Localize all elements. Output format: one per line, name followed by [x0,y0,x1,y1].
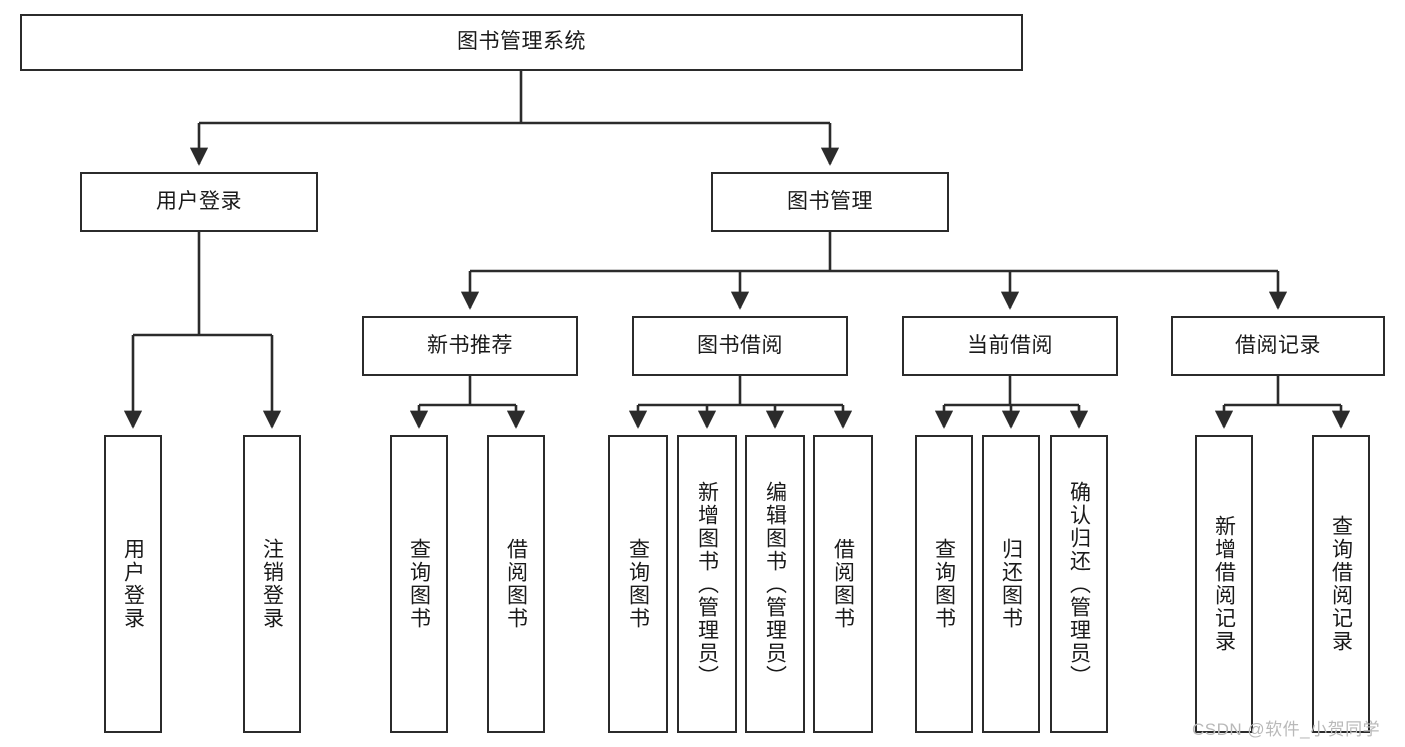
leaf-add-book-admin[interactable]: 新增图书（管理员） [677,435,737,733]
leaf-query-borrow-record[interactable]: 查询借阅记录 [1312,435,1370,733]
leaf-edit-book-admin[interactable]: 编辑图书（管理员） [745,435,805,733]
node-user-login-label: 用户登录 [156,189,242,213]
node-borrow-records[interactable]: 借阅记录 [1171,316,1385,376]
node-root[interactable]: 图书管理系统 [20,14,1023,71]
node-user-login[interactable]: 用户登录 [80,172,318,232]
node-current-borrow-label: 当前借阅 [967,333,1053,357]
leaf-edit-book-admin-label: 编辑图书（管理员） [763,480,787,688]
leaf-query-book-recommend[interactable]: 查询图书 [390,435,448,733]
leaf-query-book[interactable]: 查询图书 [608,435,668,733]
leaf-user-login-label: 用户登录 [121,538,145,630]
watermark: CSDN @软件_小贺同学 [1192,720,1381,739]
node-new-book-recommend-label: 新书推荐 [427,333,513,357]
leaf-confirm-return-admin[interactable]: 确认归还（管理员） [1050,435,1108,733]
leaf-return-book[interactable]: 归还图书 [982,435,1040,733]
leaf-query-book-current[interactable]: 查询图书 [915,435,973,733]
leaf-add-borrow-record[interactable]: 新增借阅记录 [1195,435,1253,733]
node-book-management[interactable]: 图书管理 [711,172,949,232]
leaf-query-book-recommend-label: 查询图书 [407,538,431,630]
node-book-borrow-label: 图书借阅 [697,333,783,357]
leaf-add-borrow-record-label: 新增借阅记录 [1212,515,1236,653]
leaf-borrow-book-label: 借阅图书 [831,538,855,630]
node-new-book-recommend[interactable]: 新书推荐 [362,316,578,376]
node-current-borrow[interactable]: 当前借阅 [902,316,1118,376]
leaf-query-book-current-label: 查询图书 [932,538,956,630]
leaf-add-book-admin-label: 新增图书（管理员） [695,480,719,688]
node-borrow-records-label: 借阅记录 [1235,333,1321,357]
leaf-borrow-book-recommend-label: 借阅图书 [504,538,528,630]
leaf-query-book-label: 查询图书 [626,538,650,630]
leaf-logout-label: 注销登录 [260,538,284,630]
leaf-user-login[interactable]: 用户登录 [104,435,162,733]
leaf-logout[interactable]: 注销登录 [243,435,301,733]
leaf-borrow-book-recommend[interactable]: 借阅图书 [487,435,545,733]
leaf-confirm-return-admin-label: 确认归还（管理员） [1067,480,1091,688]
node-root-label: 图书管理系统 [457,30,586,54]
node-book-management-label: 图书管理 [787,189,873,213]
leaf-return-book-label: 归还图书 [999,538,1023,630]
node-book-borrow[interactable]: 图书借阅 [632,316,848,376]
leaf-borrow-book[interactable]: 借阅图书 [813,435,873,733]
leaf-query-borrow-record-label: 查询借阅记录 [1329,515,1353,653]
